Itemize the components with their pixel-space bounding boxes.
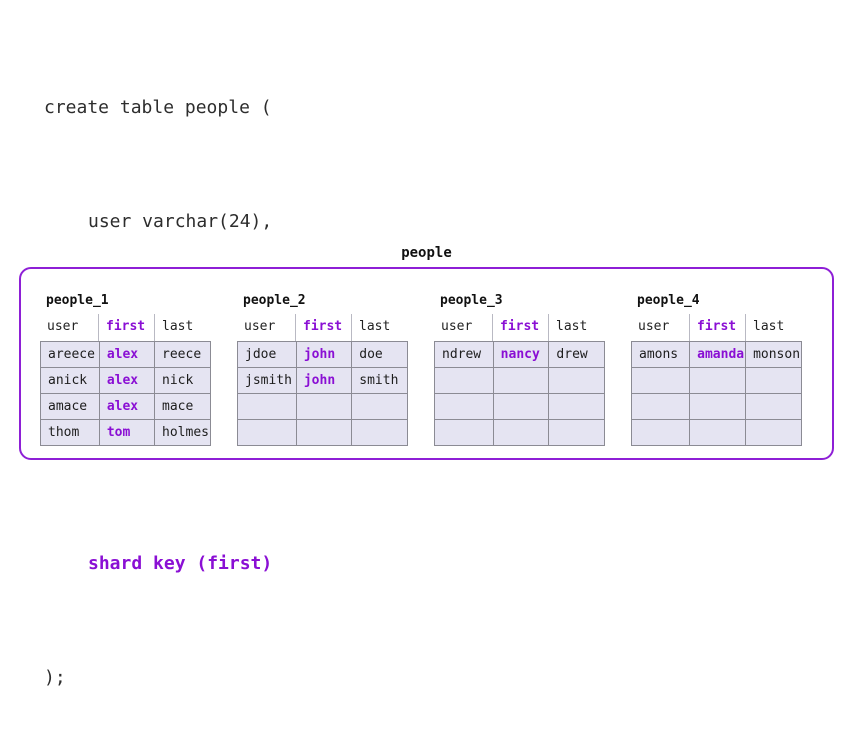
column-header-last: last [556,319,588,334]
cell-value [434,367,494,394]
column-header-user: user [434,314,493,341]
cell-value [434,419,494,446]
column-header-user: user [631,314,690,341]
cell-shard-key-value [689,367,747,394]
cell-value: monson [745,341,802,368]
column-header-last: last [753,319,785,334]
cell-value [237,393,297,420]
cell-shard-key-value [295,419,353,446]
table-row [434,393,605,420]
cell-shard-key-value: tom [98,419,156,446]
table-row [434,367,605,394]
table-group-label: people [401,245,452,261]
cell-shard-key-value [492,393,550,420]
table-row [630,393,802,420]
cell-value: amons [630,341,691,368]
column-header-user: user [237,314,296,341]
column-header-first: first [296,314,352,341]
code-line-user: user varchar(24), [88,211,273,232]
cell-value: anick [40,367,100,394]
table-row [630,419,802,446]
cell-value [434,393,494,420]
table-row [630,367,802,394]
shard-title: people_3 [440,293,503,308]
cell-value: mace [154,393,211,420]
table-row [434,419,605,446]
cell-value: areece [40,341,100,368]
cell-value [548,367,605,394]
cell-value: amace [40,393,100,420]
column-header-first: first [690,314,746,341]
cell-shard-key-value: john [295,367,353,394]
shard-title: people_2 [243,293,306,308]
cell-shard-key-value: nancy [492,341,550,368]
shard-title: people_4 [637,293,700,308]
cell-value: smith [351,367,408,394]
code-line-create: create table people ( [44,97,272,118]
cell-value [745,419,802,446]
column-header-last: last [162,319,194,334]
cell-value [237,419,297,446]
cell-value: doe [351,341,408,368]
cell-shard-key-value [492,367,550,394]
column-header-user: user [40,314,99,341]
cell-value [745,367,802,394]
cell-value: thom [40,419,100,446]
cell-value [351,419,408,446]
cell-shard-key-value [295,393,353,420]
cell-shard-key-value [492,419,550,446]
table-row [237,419,408,446]
cell-shard-key-value [689,393,747,420]
cell-shard-key-value: john [295,341,353,368]
cell-value [548,393,605,420]
column-header-last: last [359,319,391,334]
cell-value: jdoe [237,341,297,368]
cell-shard-key-value: alex [98,341,156,368]
cell-shard-key-value: alex [98,367,156,394]
cell-value [630,367,691,394]
table-row [237,393,408,420]
cell-value [745,393,802,420]
code-line-close-paren: ); [44,667,66,688]
cell-value: jsmith [237,367,297,394]
cell-value [351,393,408,420]
code-line-shard-key: shard key (first) [88,553,273,574]
cell-value: ndrew [434,341,494,368]
cell-shard-key-value: amanda [689,341,747,368]
cell-shard-key-value [689,419,747,446]
cell-value [548,419,605,446]
cell-value: holmes [154,419,211,446]
cell-value: reece [154,341,211,368]
column-header-first: first [99,314,155,341]
cell-shard-key-value: alex [98,393,156,420]
cell-value: nick [154,367,211,394]
cell-value [630,419,691,446]
cell-value [630,393,691,420]
column-header-first: first [493,314,549,341]
shard-title: people_1 [46,293,109,308]
cell-value: drew [548,341,605,368]
